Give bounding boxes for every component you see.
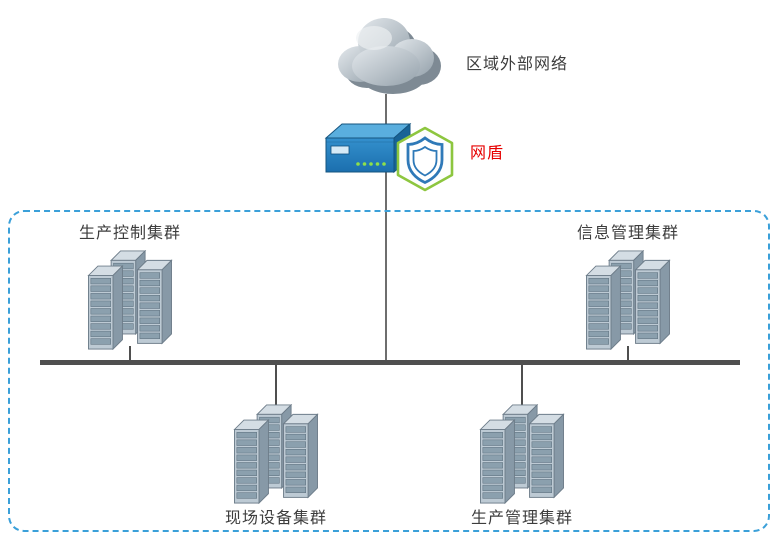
bus-line [40,360,740,365]
server-cluster-icon-production-management [476,404,568,504]
external-network-label: 区域外部网络 [466,54,569,73]
connector-production-control [129,346,131,360]
firewall-label: 网盾 [470,143,505,162]
external-network-cloud-icon [328,6,448,102]
shield-badge-icon [394,126,456,192]
connector-production-management [521,365,523,405]
firewall-display [330,145,350,155]
cluster-label-field-device: 现场设备集群 [224,508,327,527]
security-zone-boundary [8,210,770,532]
server-cluster-icon-production-control [84,250,176,350]
cloud-to-bus-link [385,94,387,360]
connector-field-device [275,365,277,405]
server-cluster-icon-information-management [582,250,674,350]
cluster-label-information-management: 信息管理集群 [576,223,679,242]
shield-glyph [406,136,444,185]
cluster-label-production-management: 生产管理集群 [470,508,573,527]
led-indicators [356,162,386,166]
connector-information-management [627,346,629,360]
server-cluster-icon-field-device [230,404,322,504]
cluster-label-production-control: 生产控制集群 [78,223,181,242]
firewall-device-icon [322,120,414,178]
